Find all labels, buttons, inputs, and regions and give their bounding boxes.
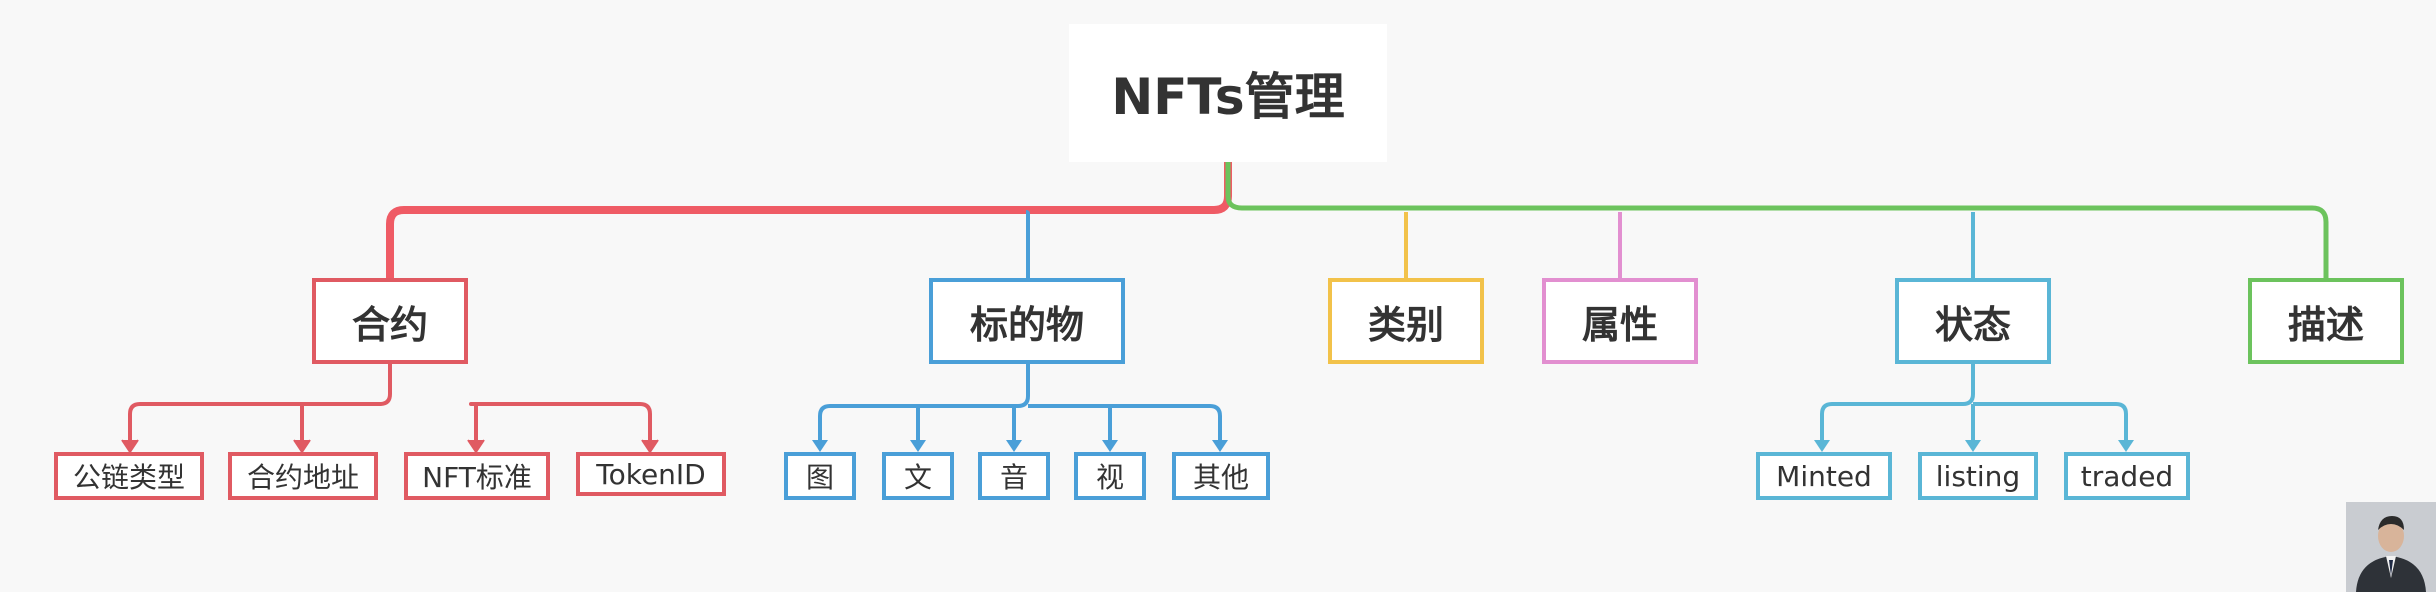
arrow-subject-4 bbox=[1102, 440, 1118, 452]
edge-subject bbox=[818, 362, 1222, 446]
node-status[interactable]: 状态 bbox=[1895, 278, 2051, 364]
arrow-subject-1 bbox=[812, 440, 828, 452]
leaf-chain-type[interactable]: 公链类型 bbox=[54, 452, 204, 500]
arrow-subject-3 bbox=[1006, 440, 1022, 452]
trunk-left bbox=[386, 162, 1232, 280]
stem-subject bbox=[1025, 210, 1030, 280]
arrow-contract-2 bbox=[293, 439, 311, 454]
arrow-contract-4 bbox=[641, 439, 659, 454]
leaf-video[interactable]: 视 bbox=[1074, 452, 1146, 500]
leaf-text[interactable]: 文 bbox=[882, 452, 954, 500]
node-contract[interactable]: 合约 bbox=[312, 278, 468, 364]
arrow-contract-1 bbox=[121, 439, 139, 454]
trunk-right bbox=[1225, 162, 2329, 280]
node-subject[interactable]: 标的物 bbox=[929, 278, 1125, 364]
node-description[interactable]: 描述 bbox=[2248, 278, 2404, 364]
arrow-subject-5 bbox=[1212, 440, 1228, 452]
leaf-listing[interactable]: listing bbox=[1918, 452, 2038, 500]
person-icon bbox=[2346, 502, 2436, 592]
leaf-minted[interactable]: Minted bbox=[1756, 452, 1892, 500]
arrow-status-3 bbox=[2118, 440, 2134, 452]
leaf-audio[interactable]: 音 bbox=[978, 452, 1050, 500]
leaf-nft-standard[interactable]: NFT标准 bbox=[404, 452, 550, 500]
arrow-contract-3 bbox=[467, 439, 485, 454]
arrow-subject-2 bbox=[910, 440, 926, 452]
arrow-status-2 bbox=[1965, 440, 1981, 452]
leaf-other[interactable]: 其他 bbox=[1172, 452, 1270, 500]
edge-status bbox=[1820, 362, 2128, 446]
node-category[interactable]: 类别 bbox=[1328, 278, 1484, 364]
leaf-image[interactable]: 图 bbox=[784, 452, 856, 500]
leaf-traded[interactable]: traded bbox=[2064, 452, 2190, 500]
arrow-status-1 bbox=[1814, 440, 1830, 452]
edge-contract bbox=[128, 362, 652, 446]
leaf-contract-address[interactable]: 合约地址 bbox=[228, 452, 378, 500]
presenter-avatar bbox=[2346, 502, 2436, 592]
root-node[interactable]: NFTs管理 bbox=[1069, 24, 1387, 162]
node-attribute[interactable]: 属性 bbox=[1542, 278, 1698, 364]
leaf-token-id[interactable]: TokenID bbox=[576, 452, 726, 496]
